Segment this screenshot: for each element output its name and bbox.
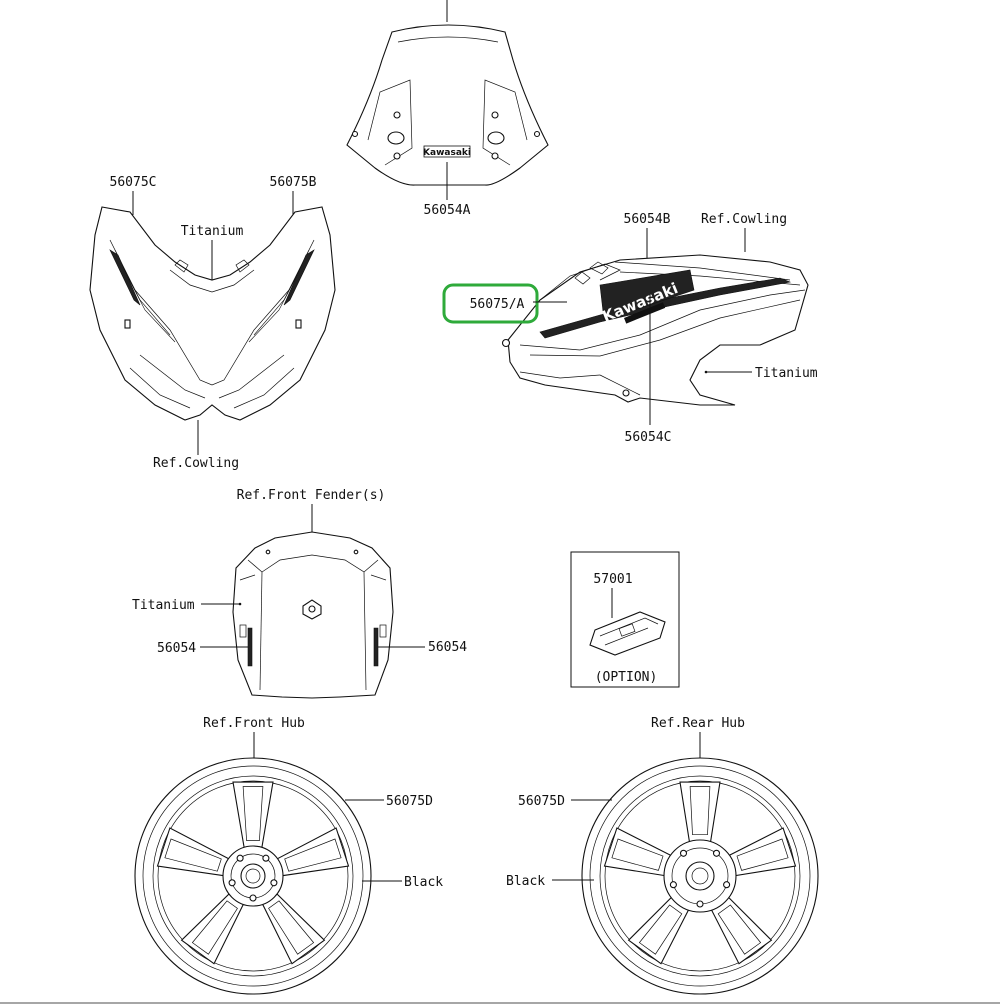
hub-bolt [679, 849, 688, 857]
hub-bolt [723, 881, 731, 889]
upper-cowl-color-label: Titanium [181, 224, 244, 239]
front-fender: Ref.Front Fender(s) Titanium 56054 56054 [132, 488, 467, 699]
upper-cowl-ref-label: Ref.Cowling [153, 456, 239, 471]
fender-color-label: Titanium [132, 598, 195, 613]
wheel-spoke-inner [268, 900, 315, 955]
wheel-spoke-inner [284, 838, 342, 872]
fender-part-right-label: 56054 [428, 640, 467, 655]
fender-ref-label: Ref.Front Fender(s) [237, 488, 386, 503]
front-wheel-part-label: 56075D [386, 794, 433, 809]
wheel-spoke-inner [242, 786, 264, 841]
hub-bolt [696, 900, 704, 908]
upper-cowl-left-label: 56075C [110, 175, 157, 190]
windshield-logo: Kawasaki [423, 148, 471, 158]
side-cowl-ref-label: Ref.Cowling [701, 212, 787, 227]
upper-cowl: 56075C 56075B Titanium Ref.Cowling [89, 175, 336, 471]
option-note-label: (OPTION) [595, 670, 658, 685]
hub-bolt [270, 879, 278, 887]
hub-bolt [262, 854, 270, 862]
fender-part-left-label: 56054 [157, 641, 196, 656]
rear-wheel-color-label: Black [506, 874, 545, 889]
wheel-spoke-inner [164, 838, 222, 872]
side-cowl-color-label: Titanium [755, 366, 818, 381]
wheel-spoke-inner [638, 904, 683, 955]
hub-bolt [236, 854, 244, 862]
hub-bolt [669, 881, 677, 889]
wheel-spoke-inner [191, 900, 238, 955]
windshield: Kawasaki 56054A [346, 0, 549, 218]
hub-bolt [712, 849, 721, 857]
wheel-spoke-inner [611, 838, 664, 871]
highlight-box[interactable] [442, 283, 539, 324]
rear-hub-ref-label: Ref.Rear Hub [651, 716, 745, 731]
front-wheel: Ref.Front Hub 56075D Black [134, 716, 443, 995]
front-hub-ref-label: Ref.Front Hub [203, 716, 305, 731]
windshield-part-label: 56054A [424, 203, 471, 218]
rear-wheel: Ref.Rear Hub 56075D Black [506, 716, 819, 995]
front-wheel-color-label: Black [404, 875, 443, 890]
wheel-spoke-inner [736, 838, 789, 871]
side-cowl-part-b-label: 56054B [624, 212, 671, 227]
side-cowl: 56054B Ref.Cowling Kawasaki 56075/A Tita… [442, 212, 818, 445]
hub-bolt [249, 894, 257, 902]
hub-bolt [228, 879, 236, 887]
rear-wheel-part-label: 56075D [518, 794, 565, 809]
rear-wheel-spokes [603, 781, 797, 965]
option-box: 57001 (OPTION) [570, 551, 680, 688]
upper-cowl-right-label: 56075B [270, 175, 317, 190]
side-cowl-highlight-label[interactable]: 56075/A [470, 297, 525, 312]
wheel-spoke-inner [717, 904, 762, 955]
option-part-label: 57001 [593, 572, 632, 587]
wheel-spoke-inner [689, 786, 711, 836]
side-cowl-part-c-label: 56054C [625, 430, 672, 445]
